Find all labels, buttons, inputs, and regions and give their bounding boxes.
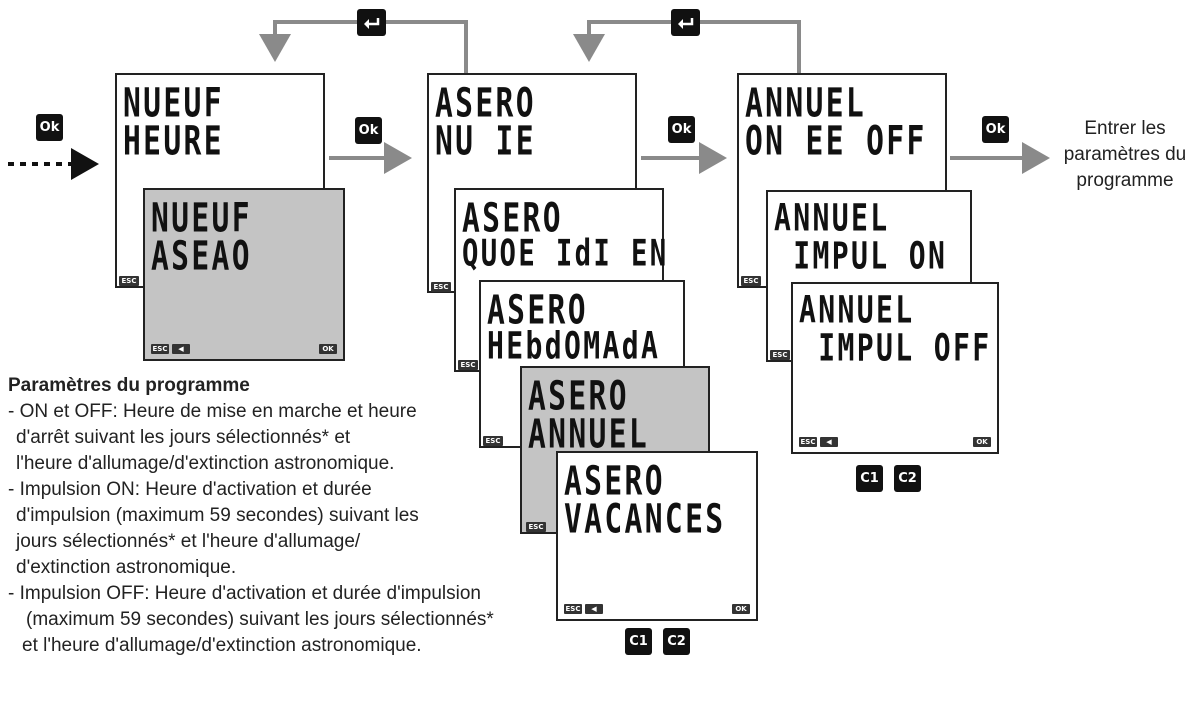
screen-nueuf-astro: NUEUF ASEAO ESC ◀ OK <box>143 188 345 361</box>
lcd-line-1: ANNUEL <box>774 196 890 240</box>
ok-key[interactable]: OK <box>973 437 991 447</box>
description-title: Paramètres du programme <box>8 375 250 396</box>
lcd-line-2: IMPUL OFF <box>799 326 992 370</box>
lcd-line-1: ASERO <box>487 286 588 334</box>
description-line: d'arrêt suivant les jours sélectionnés* … <box>16 427 351 448</box>
esc-key-behind: ESC <box>770 350 790 360</box>
screen-astro-vacances: ASERO VACANCES ESC ◀ OK <box>556 451 758 621</box>
return-arrow-icon <box>677 17 693 29</box>
lcd-line-2: HEbdOMAdA <box>487 324 661 368</box>
esc-key-behind: ESC <box>741 276 761 286</box>
lcd-line-2: QUOE IdI EN <box>462 232 669 275</box>
esc-key-behind: ESC <box>458 360 478 370</box>
lcd-line-1: ANNUEL <box>745 79 867 127</box>
description-line: (maximum 59 secondes) suivant les jours … <box>26 609 494 630</box>
lcd-line-2: ASEAO <box>151 232 252 280</box>
lcd-line-2: ANNUEL <box>528 410 650 458</box>
description-line: - ON et OFF: Heure de mise en marche et … <box>8 401 417 422</box>
ok-button-3[interactable]: Ok <box>982 116 1009 143</box>
c2-button[interactable]: C2 <box>663 628 690 655</box>
return-button-1[interactable] <box>357 9 386 36</box>
esc-key-behind: ESC <box>119 276 139 286</box>
back-key[interactable]: ◀ <box>585 604 603 614</box>
output-label: Entrer les paramètres du programme <box>1040 116 1201 194</box>
ok-button-entry[interactable]: Ok <box>36 114 63 141</box>
lcd-line-1: NUEUF <box>151 194 252 242</box>
description-line: jours sélectionnés* et l'heure d'allumag… <box>16 531 361 552</box>
screen-annuel-impul-off: ANNUEL IMPUL OFF ESC ◀ OK <box>791 282 999 454</box>
description-line: - Impulsion ON: Heure d'activation et du… <box>8 479 372 500</box>
lcd-line-2: VACANCES <box>564 495 726 543</box>
lcd-line-1: NUEUF <box>123 79 224 127</box>
ok-key[interactable]: OK <box>732 604 750 614</box>
c1-button[interactable]: C1 <box>856 465 883 492</box>
c1-button[interactable]: C1 <box>625 628 652 655</box>
lcd-line-2: ON EE OFF <box>745 117 927 165</box>
lcd-line-1: ASERO <box>462 194 563 242</box>
lcd-line-1: ASERO <box>564 457 665 505</box>
screen-astro-annuel: ASERO ANNUEL <box>520 366 710 534</box>
lcd-line-2: NU IE <box>435 117 536 165</box>
esc-key-behind: ESC <box>431 282 451 292</box>
output-line: programme <box>1076 170 1174 191</box>
description-line: et l'heure d'allumage/d'extinction astro… <box>22 635 422 656</box>
back-key[interactable]: ◀ <box>172 344 190 354</box>
description-line: d'extinction astronomique. <box>16 557 237 578</box>
return-button-2[interactable] <box>671 9 700 36</box>
lcd-line-1: ANNUEL <box>799 288 915 332</box>
ok-button-2[interactable]: Ok <box>668 116 695 143</box>
ok-key[interactable]: OK <box>319 344 337 354</box>
program-parameters-description: Paramètres du programme - ON et OFF: Heu… <box>8 373 494 659</box>
description-line: - Impulsion OFF: Heure d'activation et d… <box>8 583 481 604</box>
esc-key-behind: ESC <box>483 436 503 446</box>
c2-button[interactable]: C2 <box>894 465 921 492</box>
return-arrow-icon <box>363 17 379 29</box>
esc-key[interactable]: ESC <box>564 604 582 614</box>
description-line: d'impulsion (maximum 59 secondes) suivan… <box>16 505 419 526</box>
lcd-line-1: ASERO <box>528 372 629 420</box>
esc-key[interactable]: ESC <box>799 437 817 447</box>
lcd-line-2: HEURE <box>123 117 224 165</box>
output-line: Entrer les <box>1084 118 1166 139</box>
ok-button-1[interactable]: Ok <box>355 117 382 144</box>
back-key[interactable]: ◀ <box>820 437 838 447</box>
description-line: l'heure d'allumage/d'extinction astronom… <box>16 453 395 474</box>
lcd-line-2: IMPUL ON <box>774 234 948 278</box>
output-line: paramètres du <box>1063 144 1187 165</box>
lcd-line-1: ASERO <box>435 79 536 127</box>
esc-key-behind: ESC <box>526 522 546 532</box>
esc-key[interactable]: ESC <box>151 344 169 354</box>
